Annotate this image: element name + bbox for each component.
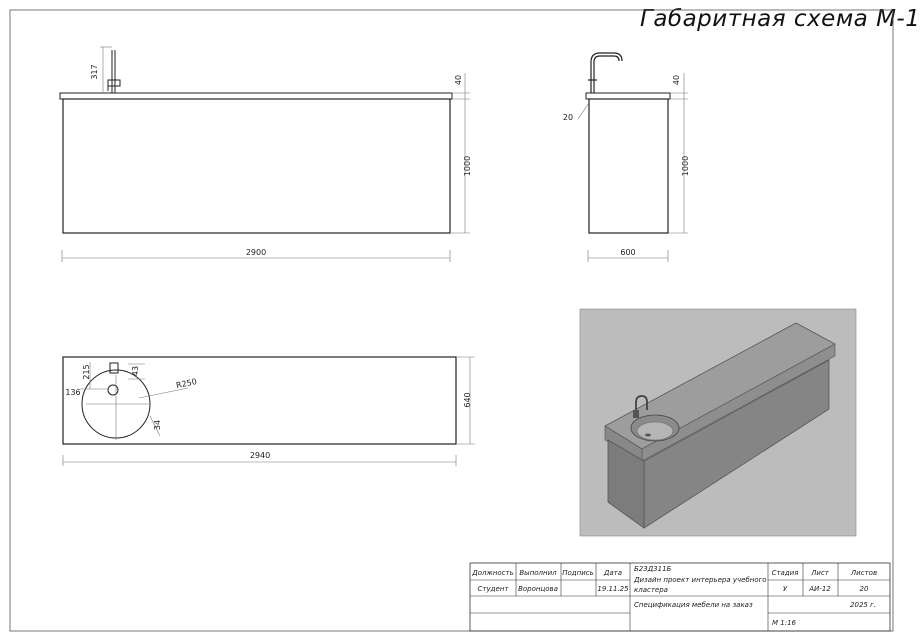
front-dim-width: 2900 [246, 248, 266, 257]
top-dim-width: 2940 [250, 451, 270, 460]
tb-header-performed: Выполнил [519, 569, 557, 577]
tb-header-sheets: Листов [850, 569, 877, 577]
front-view [59, 46, 470, 262]
tb-performer: Воронцова [518, 585, 558, 593]
tb-position: Студент [478, 585, 510, 593]
render-cabinet-side [607, 439, 645, 529]
sheet-frame [9, 9, 894, 632]
tb-code: Б23Д311Б [634, 565, 672, 573]
top-dim-sink-gap: 34 [153, 420, 162, 430]
render-sink-basin [636, 421, 674, 441]
side-cabinet-body [588, 98, 669, 234]
tb-sheets: 20 [860, 585, 869, 593]
side-faucet-icon [588, 52, 623, 93]
side-dim-depth: 600 [620, 248, 635, 257]
top-dim-tap-x: 136 [65, 388, 80, 397]
tb-document: Спецификация мебели на заказ [634, 601, 753, 609]
tb-sheet: АИ-12 [808, 585, 831, 593]
side-dim-height: 1000 [681, 156, 690, 176]
side-countertop [585, 92, 671, 100]
tb-header-date: Дата [603, 569, 622, 577]
render-3d [579, 308, 857, 537]
drawing-canvas: 317 40 1000 2900 40 20 [9, 9, 894, 632]
top-countertop [62, 356, 457, 445]
tb-header-signature: Подпись [562, 569, 594, 577]
sink-drain-icon [107, 384, 119, 396]
tb-project-line2: кластера [634, 586, 668, 594]
tb-stage: У [783, 585, 788, 593]
tb-project: Дизайн проект интерьера учебного [633, 576, 767, 584]
front-dim-height: 1000 [463, 156, 472, 176]
drawing-sheet: Габаритная схема М-1 [9, 6, 920, 632]
top-dim-tap-y: 215 [82, 364, 91, 379]
title-block [469, 562, 891, 632]
render-faucet-icon [635, 395, 648, 418]
render-drain-icon [645, 433, 651, 437]
top-dim-tap-size: 43 [131, 366, 140, 376]
front-dim-countertop: 40 [454, 75, 463, 85]
side-dimensions [577, 73, 688, 262]
tb-year: 2025 г. [850, 601, 876, 609]
front-cabinet-body [62, 98, 451, 234]
tb-header-sheet: Лист [810, 569, 830, 577]
front-dim-tap-height: 317 [90, 64, 99, 79]
tb-header-stage: Стадия [772, 569, 799, 577]
top-faucet-icon [109, 362, 119, 374]
top-view [62, 356, 475, 466]
front-dimensions [61, 46, 470, 262]
front-countertop [59, 92, 453, 100]
top-dim-depth: 640 [463, 392, 472, 407]
top-dimensions [62, 356, 475, 466]
side-view [577, 52, 688, 262]
front-faucet-icon [107, 50, 121, 93]
tb-header-position: Должность [471, 569, 513, 577]
side-dim-countertop: 40 [672, 75, 681, 85]
render-faucet-base [633, 410, 639, 418]
tb-scale: М 1:16 [772, 619, 797, 627]
side-dim-overhang: 20 [563, 113, 573, 122]
tb-date: 19.11.25 [597, 585, 629, 593]
top-dim-sink-radius: R250 [175, 377, 197, 390]
